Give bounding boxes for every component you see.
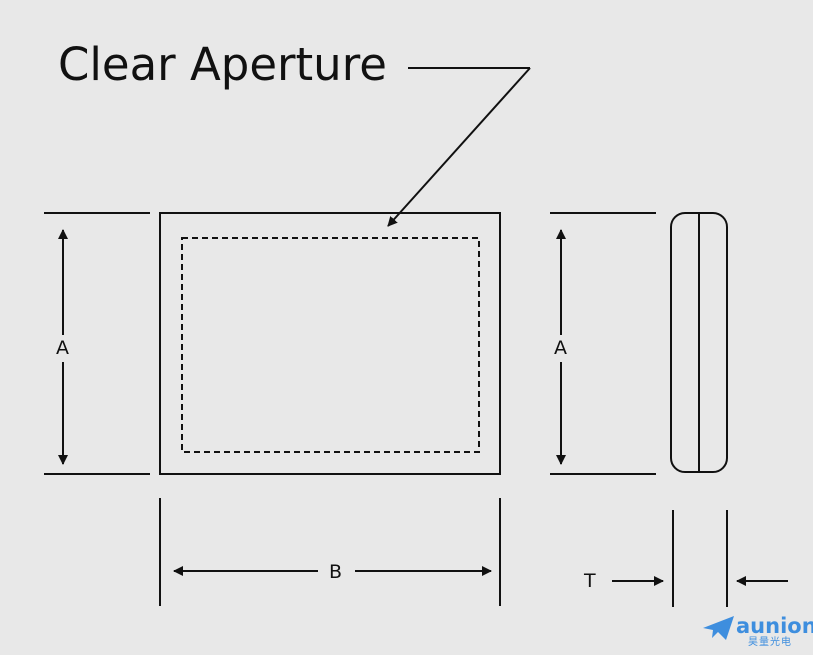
paper-plane-icon xyxy=(703,616,734,640)
clear-aperture-rect xyxy=(181,237,480,453)
dimension-label-t: T xyxy=(583,570,596,592)
side-view xyxy=(670,212,728,473)
dimension-label-b: B xyxy=(329,561,342,583)
brand-logo: aunion 昊量光电 xyxy=(703,614,813,648)
clear-aperture-label: Clear Aperture xyxy=(58,38,387,91)
clear-aperture-leader xyxy=(387,67,531,227)
height-dimension-side: A xyxy=(550,212,656,475)
thickness-dimension: T xyxy=(583,510,788,607)
height-dimension-front: A xyxy=(44,212,150,475)
brand-subtitle: 昊量光电 xyxy=(748,635,792,648)
dimension-label-a-front: A xyxy=(56,337,69,359)
front-view xyxy=(159,212,501,475)
outer-dimension-rect xyxy=(159,212,501,475)
dimension-label-a-side: A xyxy=(554,337,567,359)
brand-name: aunion xyxy=(736,614,813,638)
width-dimension: B xyxy=(159,498,501,606)
